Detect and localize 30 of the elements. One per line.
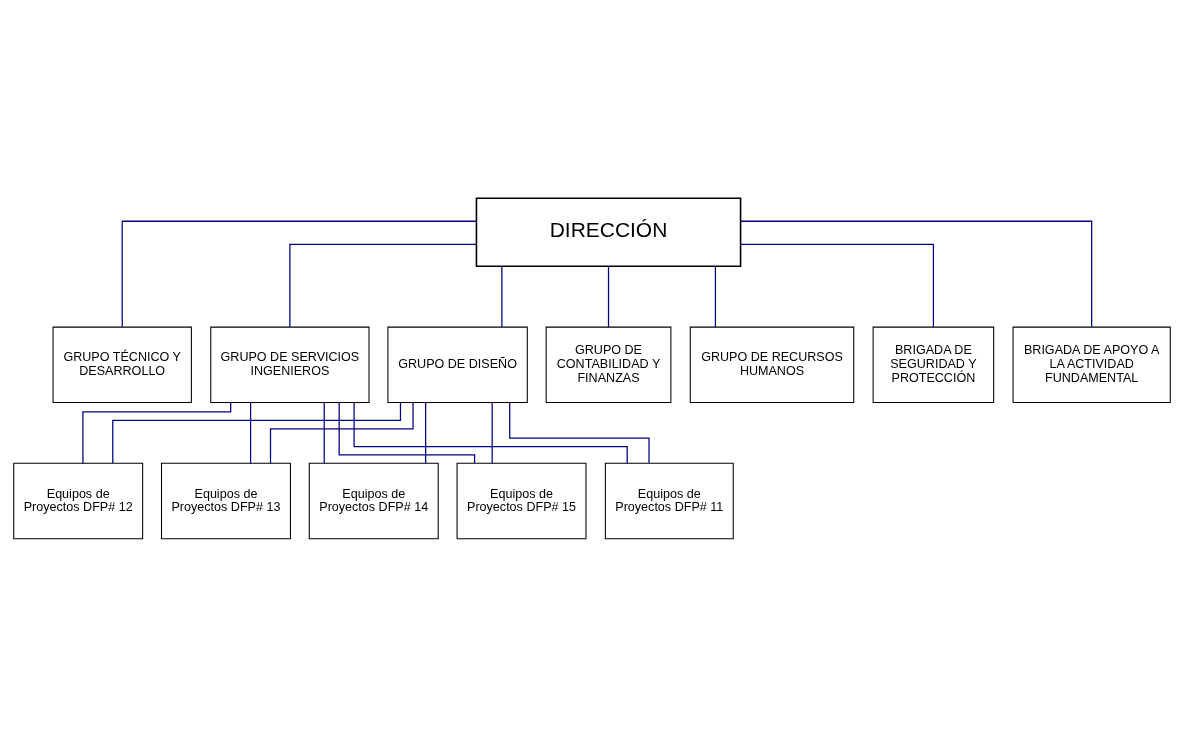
node-box: GRUPO DE SERVICIOS INGENIEROS	[210, 326, 370, 403]
connector	[112, 401, 402, 464]
node-box: Equipos de Proyectos DFP# 12	[13, 462, 144, 539]
connector	[323, 401, 325, 464]
connector	[121, 220, 477, 327]
connector	[353, 401, 628, 464]
node-box: GRUPO DE RECURSOS HUMANOS	[689, 326, 855, 403]
connector	[269, 401, 414, 464]
node-box: Equipos de Proyectos DFP# 14	[308, 462, 439, 539]
connector	[740, 243, 935, 328]
connector	[289, 243, 477, 328]
node-box: BRIGADA DE APOYO A LA ACTIVIDAD FUNDAMENTAL	[1012, 326, 1171, 403]
node-box: GRUPO TÉCNICO Y DESARROLLO	[52, 326, 192, 403]
connector	[740, 220, 1093, 327]
node-box: GRUPO DE DISEÑO	[387, 326, 528, 403]
connector	[509, 401, 650, 464]
node-box: Equipos de Proyectos DFP# 11	[604, 462, 734, 539]
connector	[338, 401, 476, 464]
node-box: DIRECCIÓN	[475, 196, 742, 267]
connector	[425, 401, 427, 464]
node-box: Equipos de Proyectos DFP# 13	[161, 462, 291, 539]
node-box: GRUPO DE CONTABILIDAD Y FINANZAS	[545, 326, 672, 403]
connector	[249, 401, 252, 464]
connector	[714, 265, 717, 328]
connector	[82, 401, 232, 464]
connector	[501, 265, 503, 328]
connector	[491, 401, 493, 464]
node-box: Equipos de Proyectos DFP# 15	[456, 462, 587, 539]
connector	[607, 265, 610, 328]
node-box: BRIGADA DE SEGURIDAD Y PROTECCIÓN	[872, 326, 995, 403]
